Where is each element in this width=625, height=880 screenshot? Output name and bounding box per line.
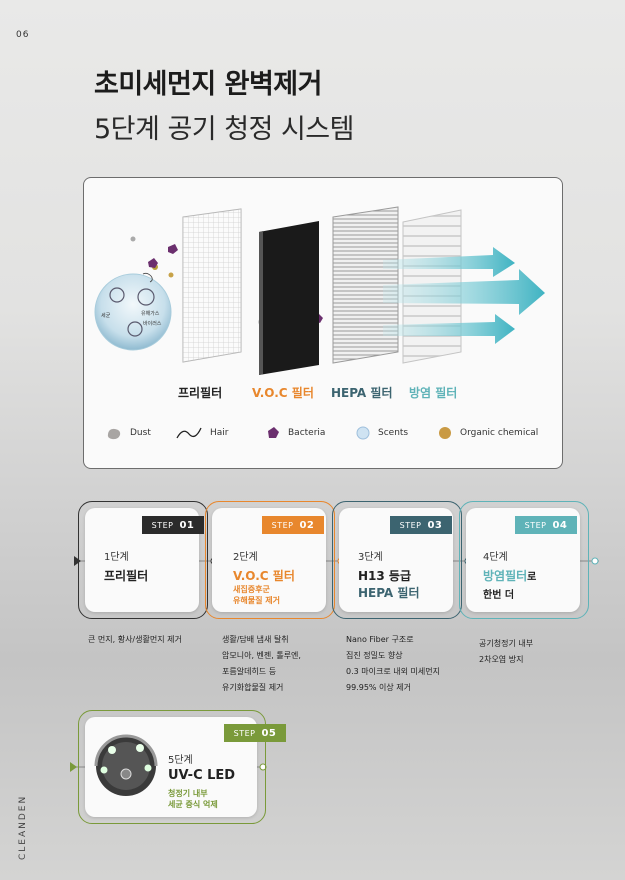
scents-icon (356, 426, 370, 440)
filter-diagram-illustration: 유해가스 세균 바이러스 (94, 206, 545, 375)
step-tag-number: 02 (299, 519, 315, 531)
legend-label: Dust (130, 428, 151, 438)
step-2-desc-1: 생활/담배 냄새 탈취 (222, 635, 289, 644)
step-2-tag: STEP 02 (262, 516, 324, 534)
uv-led-lamp-icon (94, 734, 158, 796)
step-1-number: 1단계 (104, 552, 129, 563)
step-2-desc-4: 유기화합물질 제거 (222, 683, 284, 692)
step-3-name: H13 등급 (358, 569, 412, 583)
title-line-1: 초미세먼지 완벽제거 (94, 69, 322, 100)
step-2-sub: 새집증후군 유해물질 제거 (233, 585, 280, 605)
legend-label: Bacteria (288, 428, 326, 438)
step-4-name: 방염필터로 (483, 567, 536, 584)
step-2-desc-2: 암모니아, 벤젠, 톨루엔, (222, 651, 301, 660)
step-tag-number: 03 (427, 519, 443, 531)
hair-icon (176, 427, 202, 439)
legend-dust: Dust (106, 426, 151, 440)
step-2-frame (205, 501, 335, 619)
filter-label-pre: 프리필터 (178, 386, 223, 400)
legend-label: Scents (378, 428, 409, 438)
step-tag-label: STEP (151, 520, 174, 530)
svg-text:바이러스: 바이러스 (143, 320, 162, 327)
step-tag-number: 05 (261, 727, 277, 739)
legend-label: Hair (210, 428, 229, 438)
brand-vertical: CLEANDEN (18, 794, 28, 860)
step-4-desc-2: 2차오염 방지 (479, 655, 524, 664)
legend-hair: Hair (176, 426, 228, 440)
step-5-tag: STEP 05 (224, 724, 286, 742)
svg-text:세균: 세균 (101, 312, 111, 319)
dust-icon (107, 428, 121, 440)
step-1-tag: STEP 01 (142, 516, 204, 534)
filter-label-hepa: HEPA 필터 (331, 386, 393, 400)
step-3-desc-3: 0.3 마이크로 내외 미세먼지 (346, 667, 440, 676)
organic-chemical-icon (439, 427, 451, 439)
step-1-desc-1: 큰 먼지, 황사/생활먼지 제거 (88, 635, 182, 644)
step-3-desc-1: Nano Fiber 구조로 (346, 635, 414, 644)
step-3-number: 3단계 (358, 552, 383, 563)
filter-label-voc: V.O.C 필터 (252, 386, 314, 400)
step-4-name-highlight: 방염필터 (483, 569, 528, 583)
step-tag-label: STEP (271, 520, 294, 530)
step-5-name: UV-C LED (168, 768, 236, 783)
step-3-name-2: HEPA 필터 (358, 586, 420, 600)
legend-scents: Scents (356, 426, 408, 440)
svg-text:유해가스: 유해가스 (141, 310, 160, 317)
step-5-frame (78, 710, 266, 824)
step-5-sub: 청정기 내부 세균 증식 억제 (168, 789, 218, 809)
step-4-name-rest: 로 (527, 572, 537, 583)
step-4-tag: STEP 04 (515, 516, 577, 534)
step-1-name: 프리필터 (104, 569, 149, 583)
step-3-desc-2: 집진 정밀도 향상 (346, 651, 403, 660)
step-1-frame (78, 501, 208, 619)
contaminant-bubble-icon: 유해가스 세균 바이러스 (94, 273, 172, 351)
step-tag-number: 04 (552, 519, 568, 531)
step-4-frame (459, 501, 589, 619)
bacteria-icon (268, 427, 279, 438)
step-tag-label: STEP (524, 520, 547, 530)
step-4-desc-1: 공기청정기 내부 (479, 639, 534, 648)
step-tag-label: STEP (233, 728, 256, 738)
step-4-name-2: 한번 더 (483, 590, 515, 601)
step-3-frame (332, 501, 462, 619)
step-3-desc-4: 99.95% 이상 제거 (346, 683, 412, 692)
title-line-2: 5단계 공기 청정 시스템 (94, 114, 355, 145)
step-tag-label: STEP (399, 520, 422, 530)
legend-bacteria: Bacteria (266, 426, 325, 440)
legend-label: Organic chemical (460, 428, 539, 438)
step-4-number: 4단계 (483, 552, 508, 563)
page-number: 06 (16, 30, 30, 40)
step-5-number: 5단계 (168, 755, 193, 766)
filter-label-flame: 방염 필터 (409, 386, 458, 400)
step-3-tag: STEP 03 (390, 516, 452, 534)
step-2-name: V.O.C 필터 (233, 569, 295, 583)
step-tag-number: 01 (179, 519, 195, 531)
step-2-desc-3: 포름알데히드 등 (222, 667, 277, 676)
step-2-number: 2단계 (233, 552, 258, 563)
legend-organic: Organic chemical (438, 426, 538, 440)
